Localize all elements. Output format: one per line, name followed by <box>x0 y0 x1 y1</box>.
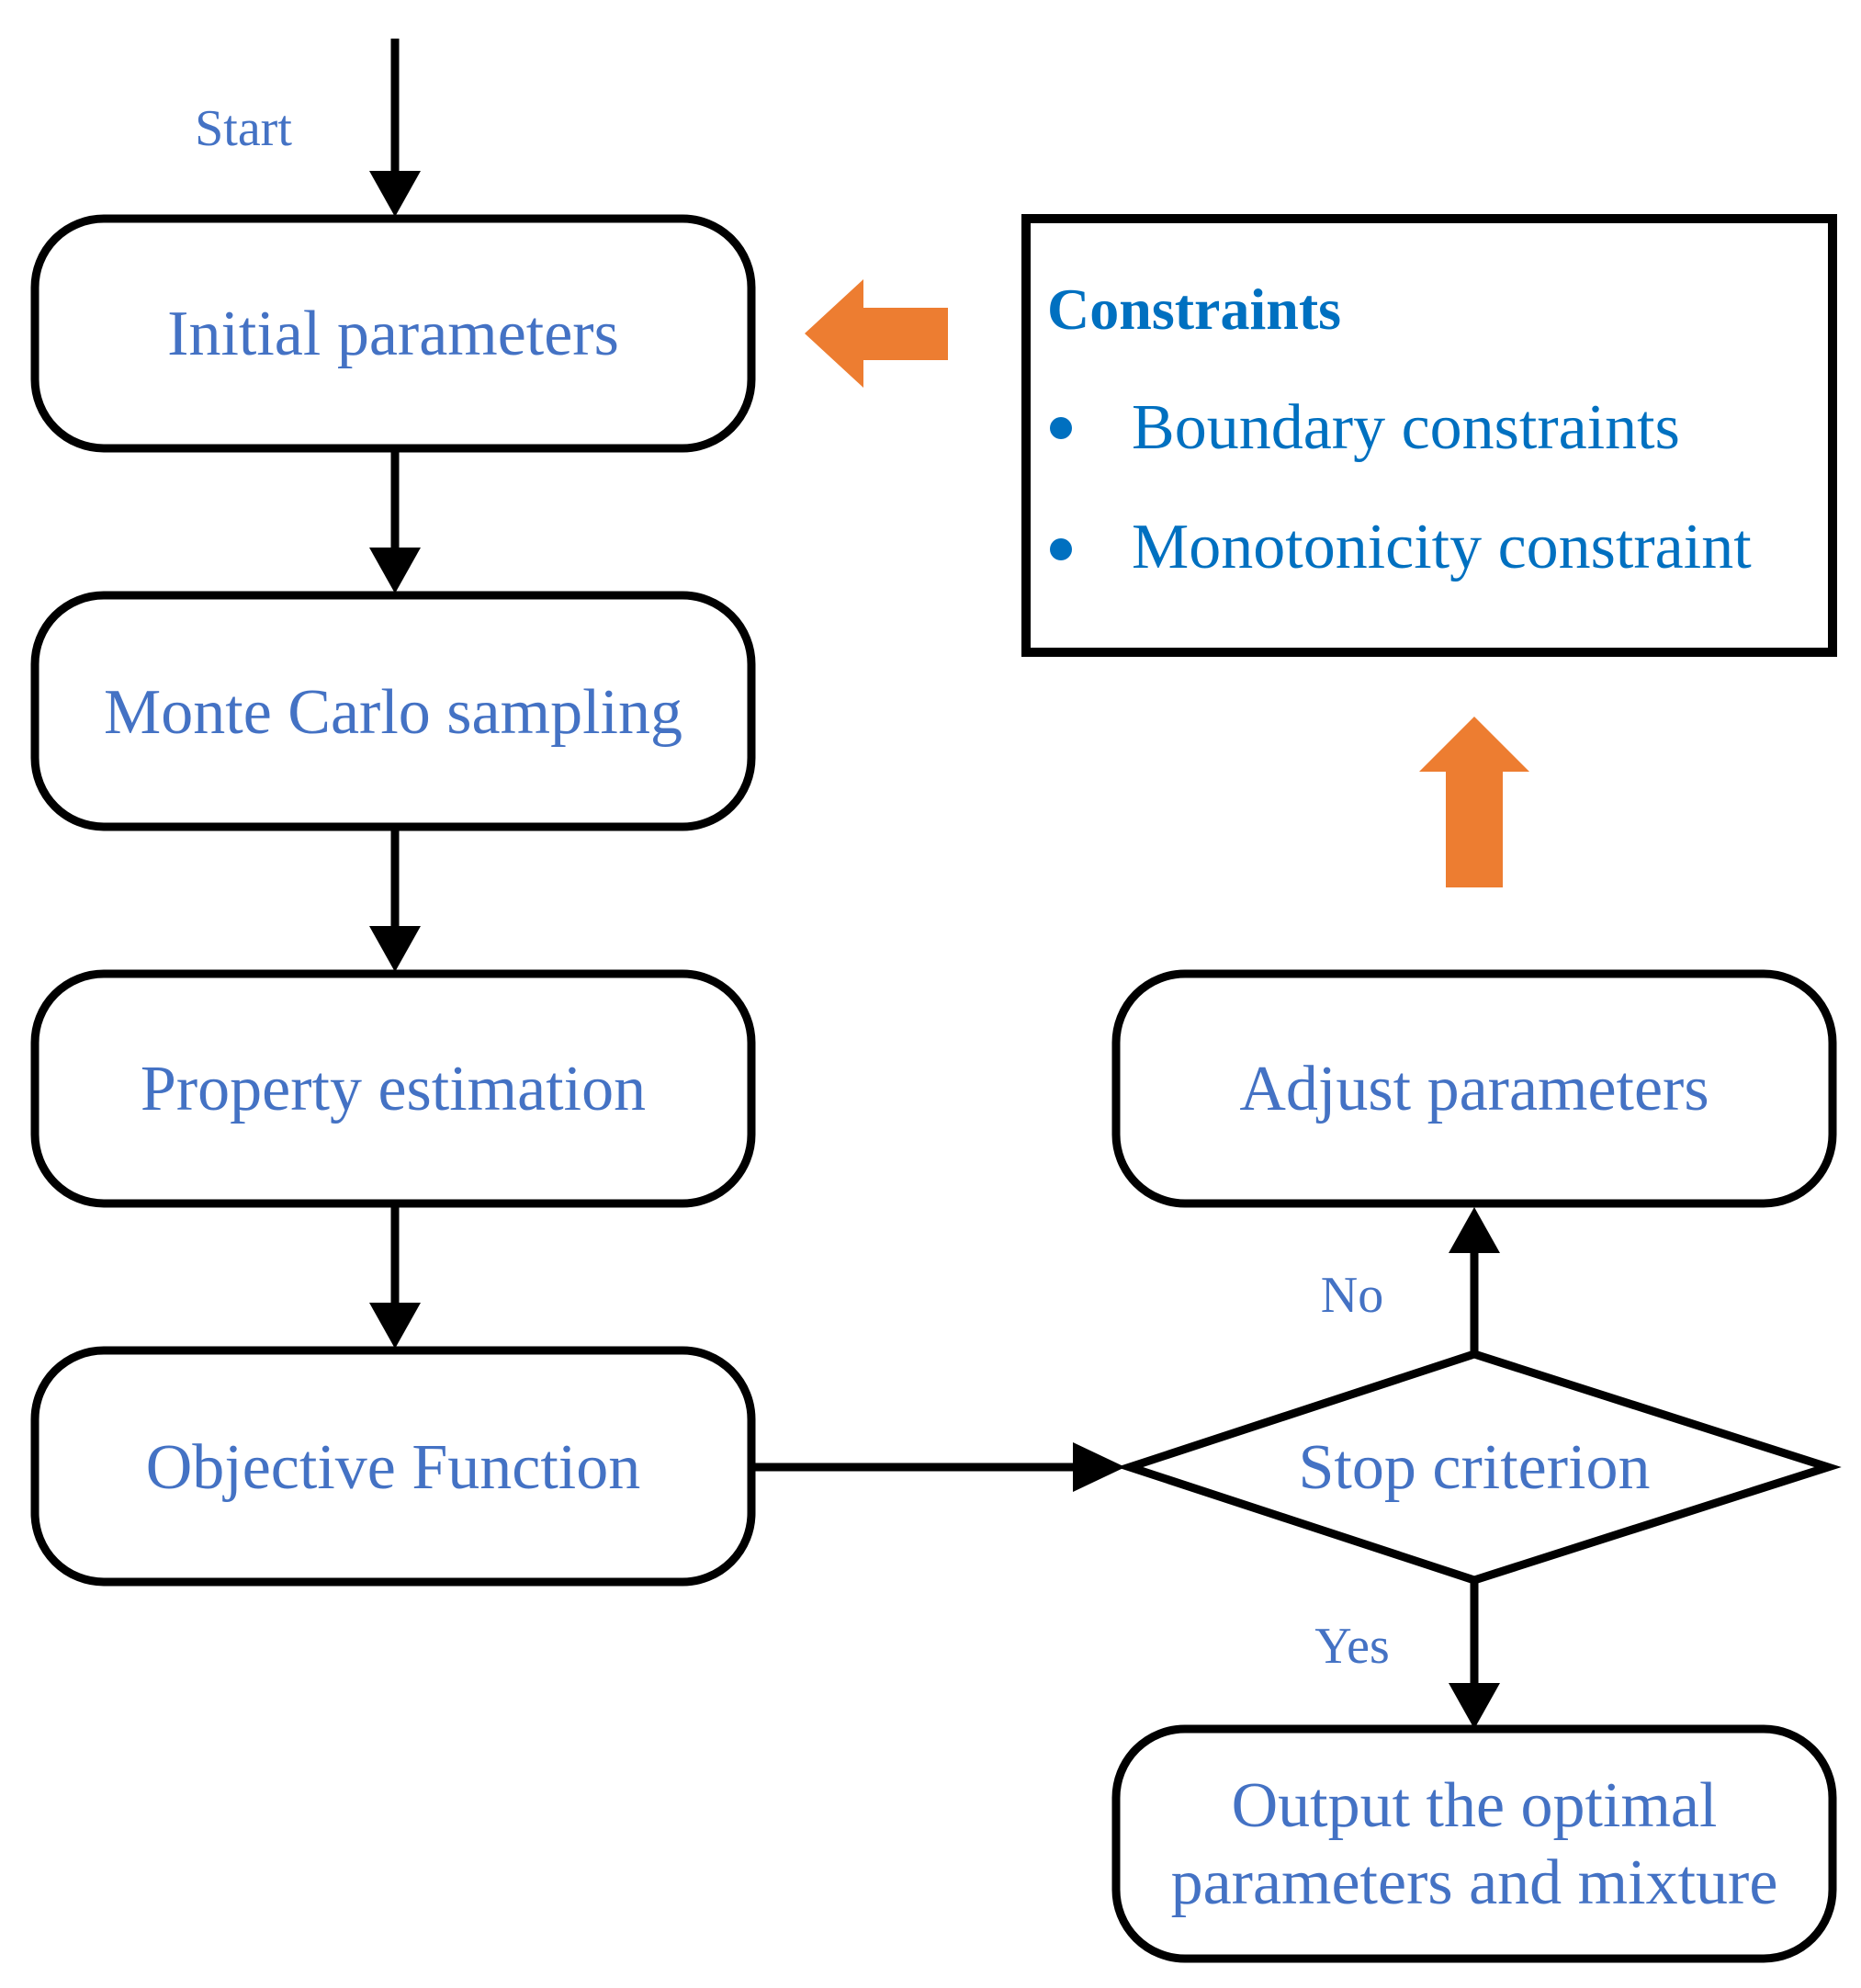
adjust-parameters-label: Adjust parameters <box>1239 1054 1709 1124</box>
start-arrow <box>369 39 421 217</box>
constraint-item-monotonicity: Monotonicity constraint <box>1132 512 1752 582</box>
stop-criterion-node: Stop criterion <box>1116 1350 1842 1585</box>
output-node: Output the optimal parameters and mixtur… <box>1111 1724 1837 1963</box>
output-label-line1: Output the optimal <box>1232 1770 1718 1841</box>
arrow-initial-to-monte-carlo <box>369 448 421 593</box>
stop-criterion-label: Stop criterion <box>1299 1432 1651 1503</box>
orange-up-arrow <box>1419 717 1529 887</box>
constraint-item-boundary: Boundary constraints <box>1132 392 1680 463</box>
monte-carlo-node: Monte Carlo sampling <box>30 591 756 831</box>
objective-function-label: Objective Function <box>146 1432 641 1503</box>
no-label: No <box>1321 1267 1383 1324</box>
bullet-1 <box>1050 417 1072 439</box>
start-label: Start <box>195 100 292 157</box>
orange-left-arrow-body <box>860 308 948 360</box>
arrow-objective-to-stop <box>751 1442 1125 1492</box>
orange-left-arrow <box>805 279 948 388</box>
property-estimation-label: Property estimation <box>141 1054 646 1124</box>
arrow-monte-carlo-to-property <box>369 827 421 972</box>
yes-label: Yes <box>1314 1618 1389 1675</box>
output-label-line2: parameters and mixture <box>1171 1847 1778 1918</box>
arrow-property-to-objective <box>369 1203 421 1349</box>
initial-parameters-node: Initial parameters <box>30 214 756 453</box>
arrow-stop-to-output <box>1449 1580 1500 1729</box>
objective-function-node: Objective Function <box>30 1346 756 1587</box>
property-estimation-node: Property estimation <box>30 969 756 1208</box>
constraints-box: Constraints Boundary constraints Monoton… <box>1021 214 1837 657</box>
constraints-title: Constraints <box>1047 277 1341 342</box>
initial-parameters-label: Initial parameters <box>167 299 619 369</box>
arrow-stop-to-adjust <box>1449 1207 1500 1354</box>
adjust-parameters-node: Adjust parameters <box>1111 969 1837 1208</box>
bullet-2 <box>1050 538 1072 560</box>
monte-carlo-label: Monte Carlo sampling <box>104 677 682 748</box>
